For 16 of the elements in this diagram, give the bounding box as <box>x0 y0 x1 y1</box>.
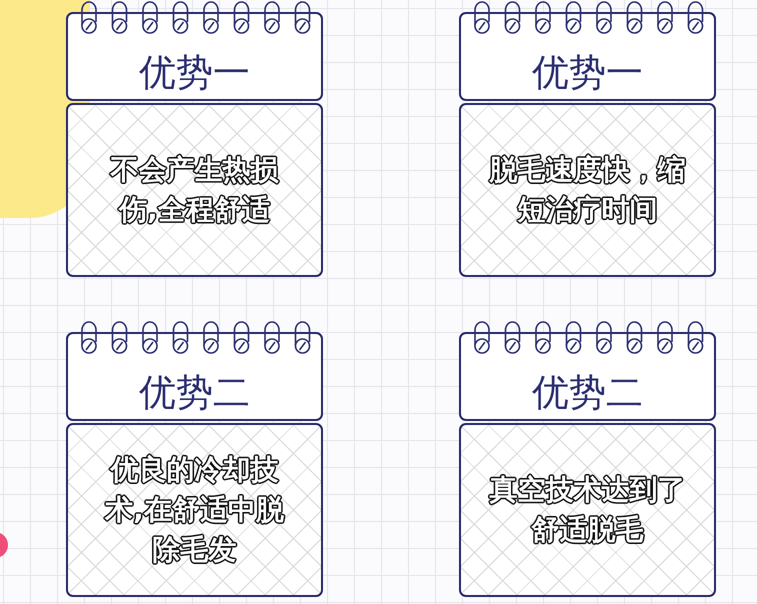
card-text: 优良的冷却技术,在舒适中脱除毛发 <box>102 452 286 568</box>
card-title: 优势一 <box>532 50 643 95</box>
card-title: 优势二 <box>532 370 643 415</box>
card-body <box>66 103 323 277</box>
card-title: 优势二 <box>139 370 250 415</box>
card-title: 优势一 <box>139 50 250 95</box>
card-text: 不会产生热损伤,全程舒适 <box>108 152 281 228</box>
card-header <box>66 12 323 101</box>
card-text: 真空技术达到了舒适脱毛 <box>488 472 686 548</box>
card-body <box>459 423 716 597</box>
card-text: 脱毛速度快，缩短治疗时间 <box>488 152 687 228</box>
card-header <box>66 332 323 421</box>
card-header <box>459 12 716 101</box>
card-body <box>459 103 716 277</box>
card-header <box>459 332 716 421</box>
card-body <box>66 423 323 597</box>
